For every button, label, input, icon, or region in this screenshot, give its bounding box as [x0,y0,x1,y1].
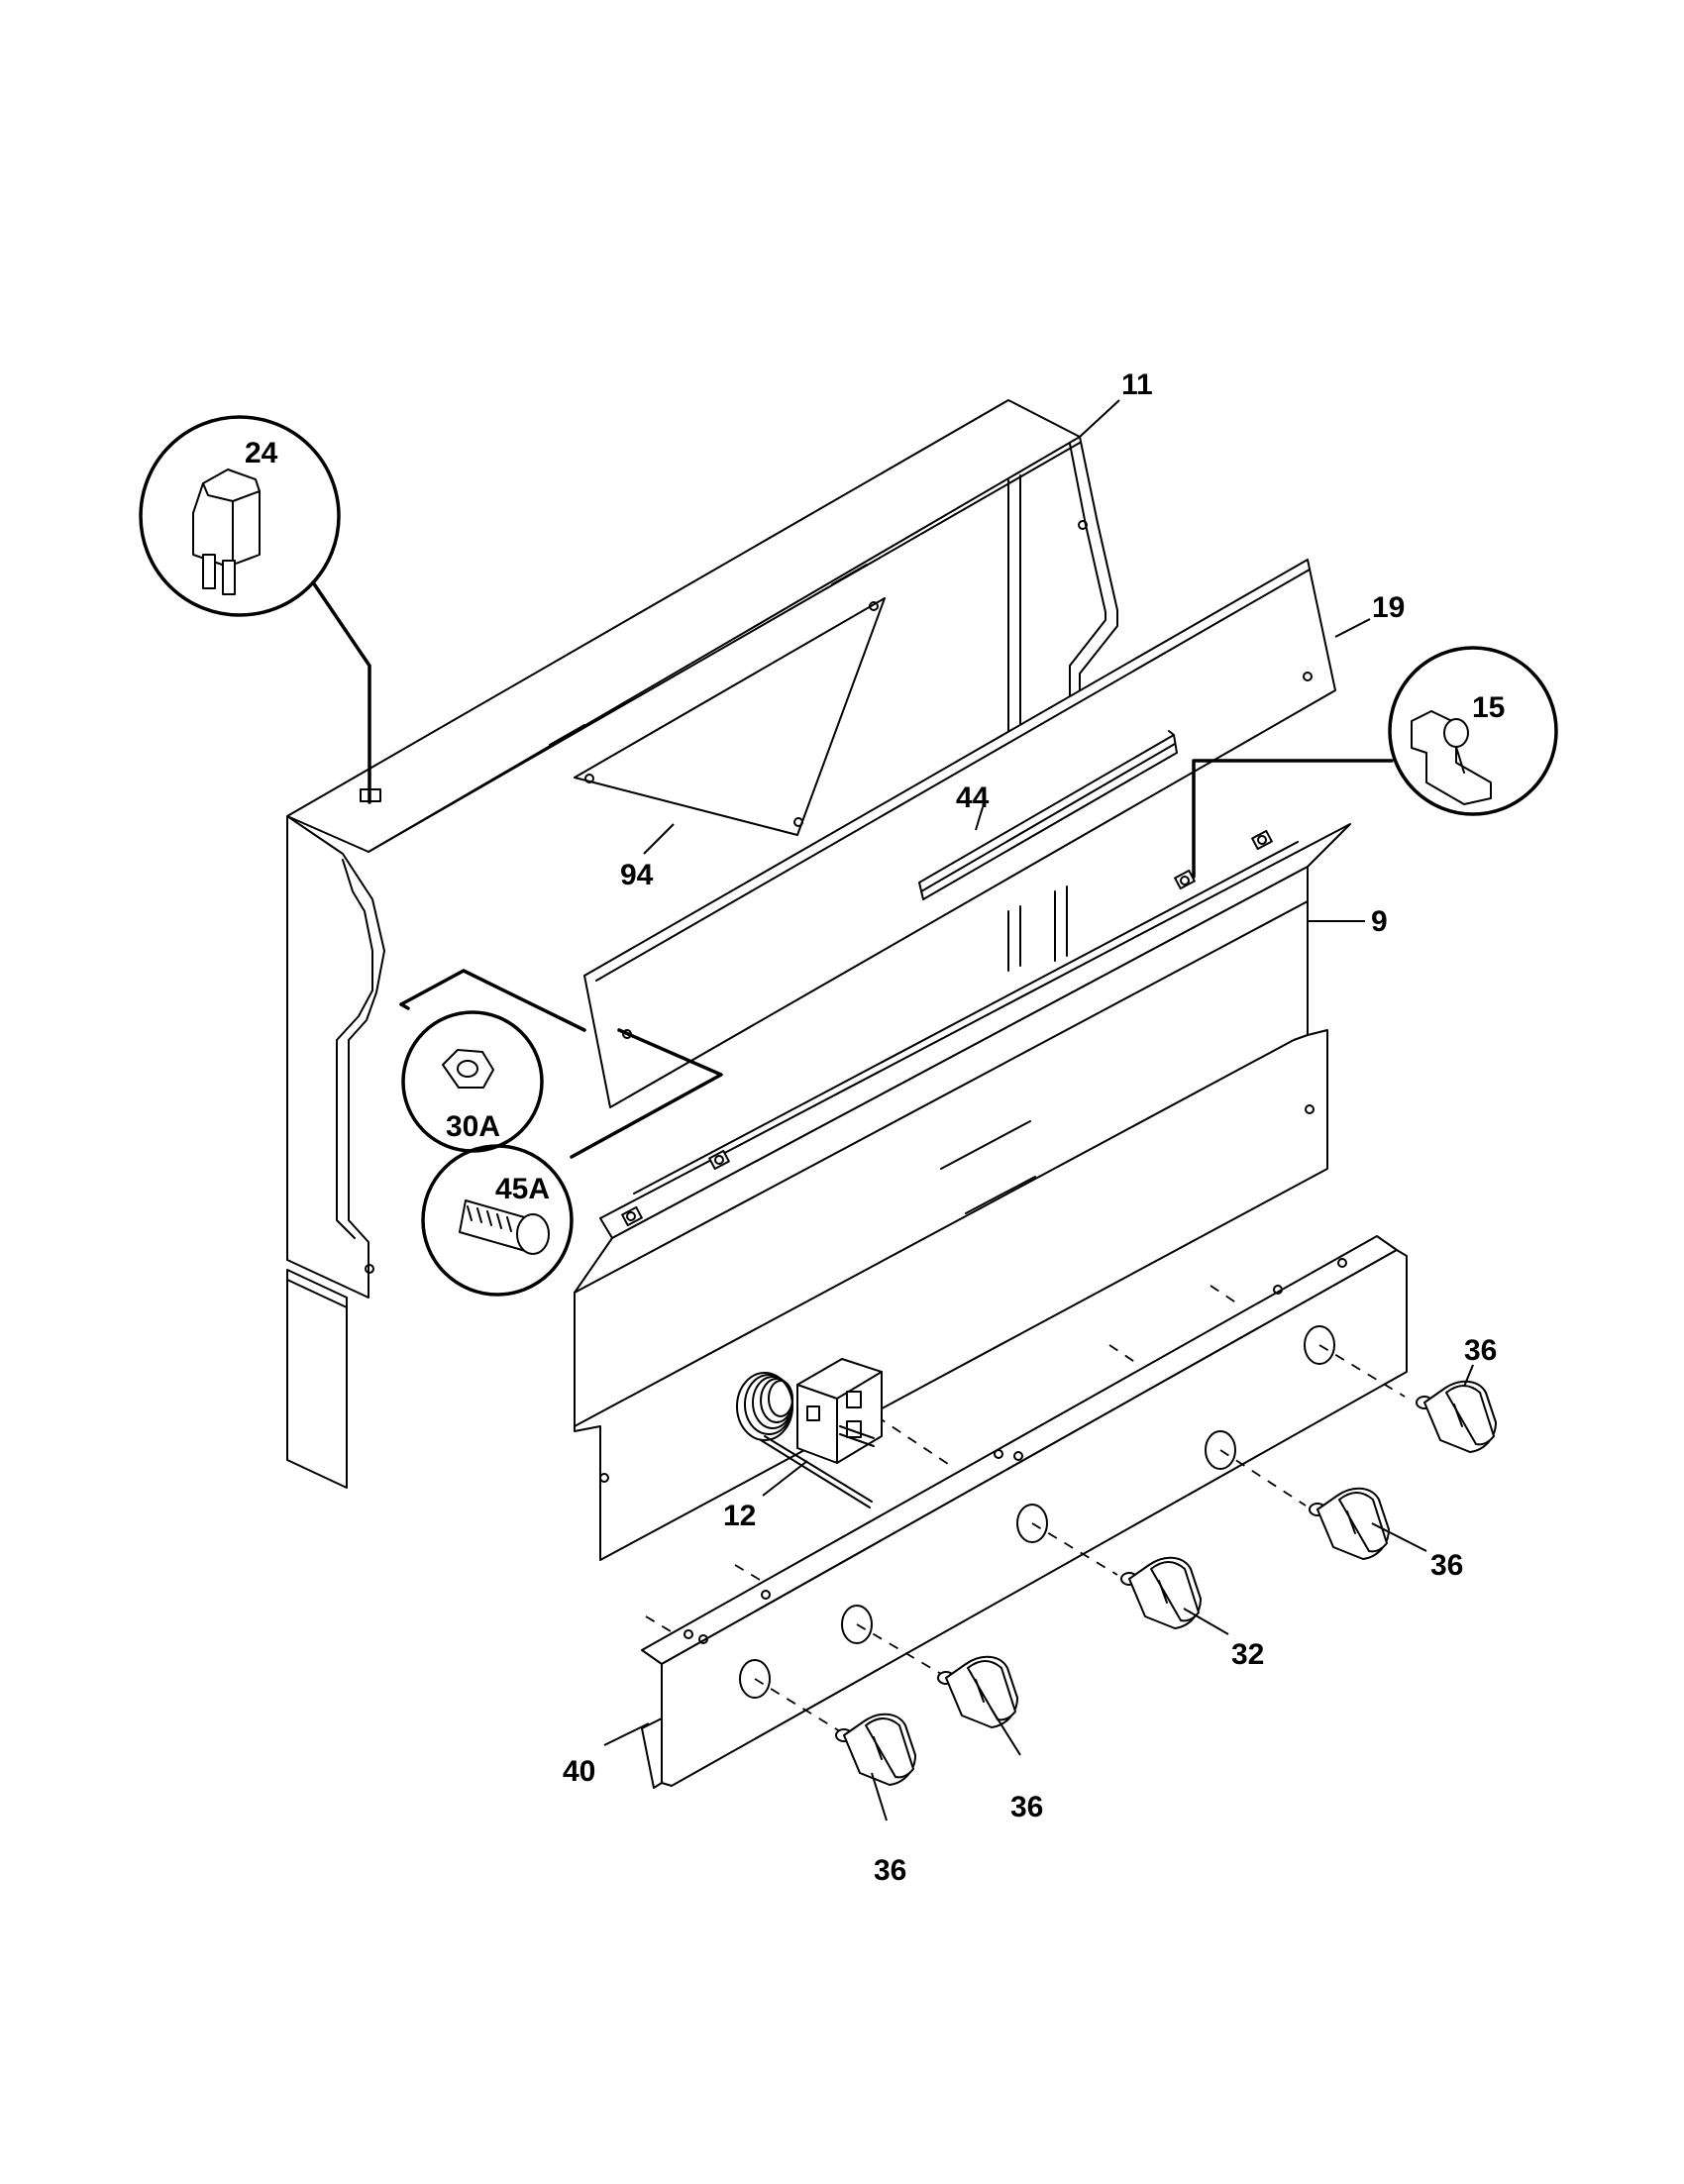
detail-circle-15 [1388,646,1558,816]
callout-36-top-right: 36 [1464,1334,1497,1367]
knob-32-center [1120,1556,1203,1629]
callout-40: 40 [563,1755,595,1788]
callout-9: 9 [1371,905,1388,938]
trim-strip [918,730,1178,900]
knob-projection-lines [754,1344,1406,1732]
thermostat [736,1358,883,1508]
callout-36-lower-middle: 36 [1010,1791,1043,1823]
callout-36-middle-right: 36 [1430,1549,1463,1582]
triangle-bracket [574,597,886,836]
callout-12: 12 [723,1500,756,1532]
callout-19: 19 [1372,591,1405,624]
detail-circle-45a [421,1144,574,1297]
detail-circle-30a [401,1010,544,1153]
detail-circle-24 [139,415,341,617]
callout-94: 94 [620,859,654,891]
callout-44: 44 [956,781,990,814]
knob-36-middle-right [1309,1487,1391,1560]
callout-labels: 11 24 19 15 44 94 9 30A 45A 36 12 36 32 … [245,368,1505,1887]
callout-32: 32 [1231,1638,1264,1671]
knob-36-bottom [835,1713,917,1786]
callout-45a: 45A [495,1173,550,1205]
knob-36-top-right [1416,1380,1498,1453]
leader-lines [311,399,1474,1821]
callout-36-bottom: 36 [874,1854,906,1887]
callout-11: 11 [1121,368,1153,401]
callout-24: 24 [245,437,278,469]
callout-15: 15 [1472,691,1505,724]
knob-36-lower-middle [937,1655,1019,1728]
backguard-panel [286,399,1118,1489]
control-housing [574,823,1351,1561]
knob-bracket [641,1235,1408,1789]
callout-30a: 30A [446,1110,500,1143]
control-panel [583,559,1336,1108]
